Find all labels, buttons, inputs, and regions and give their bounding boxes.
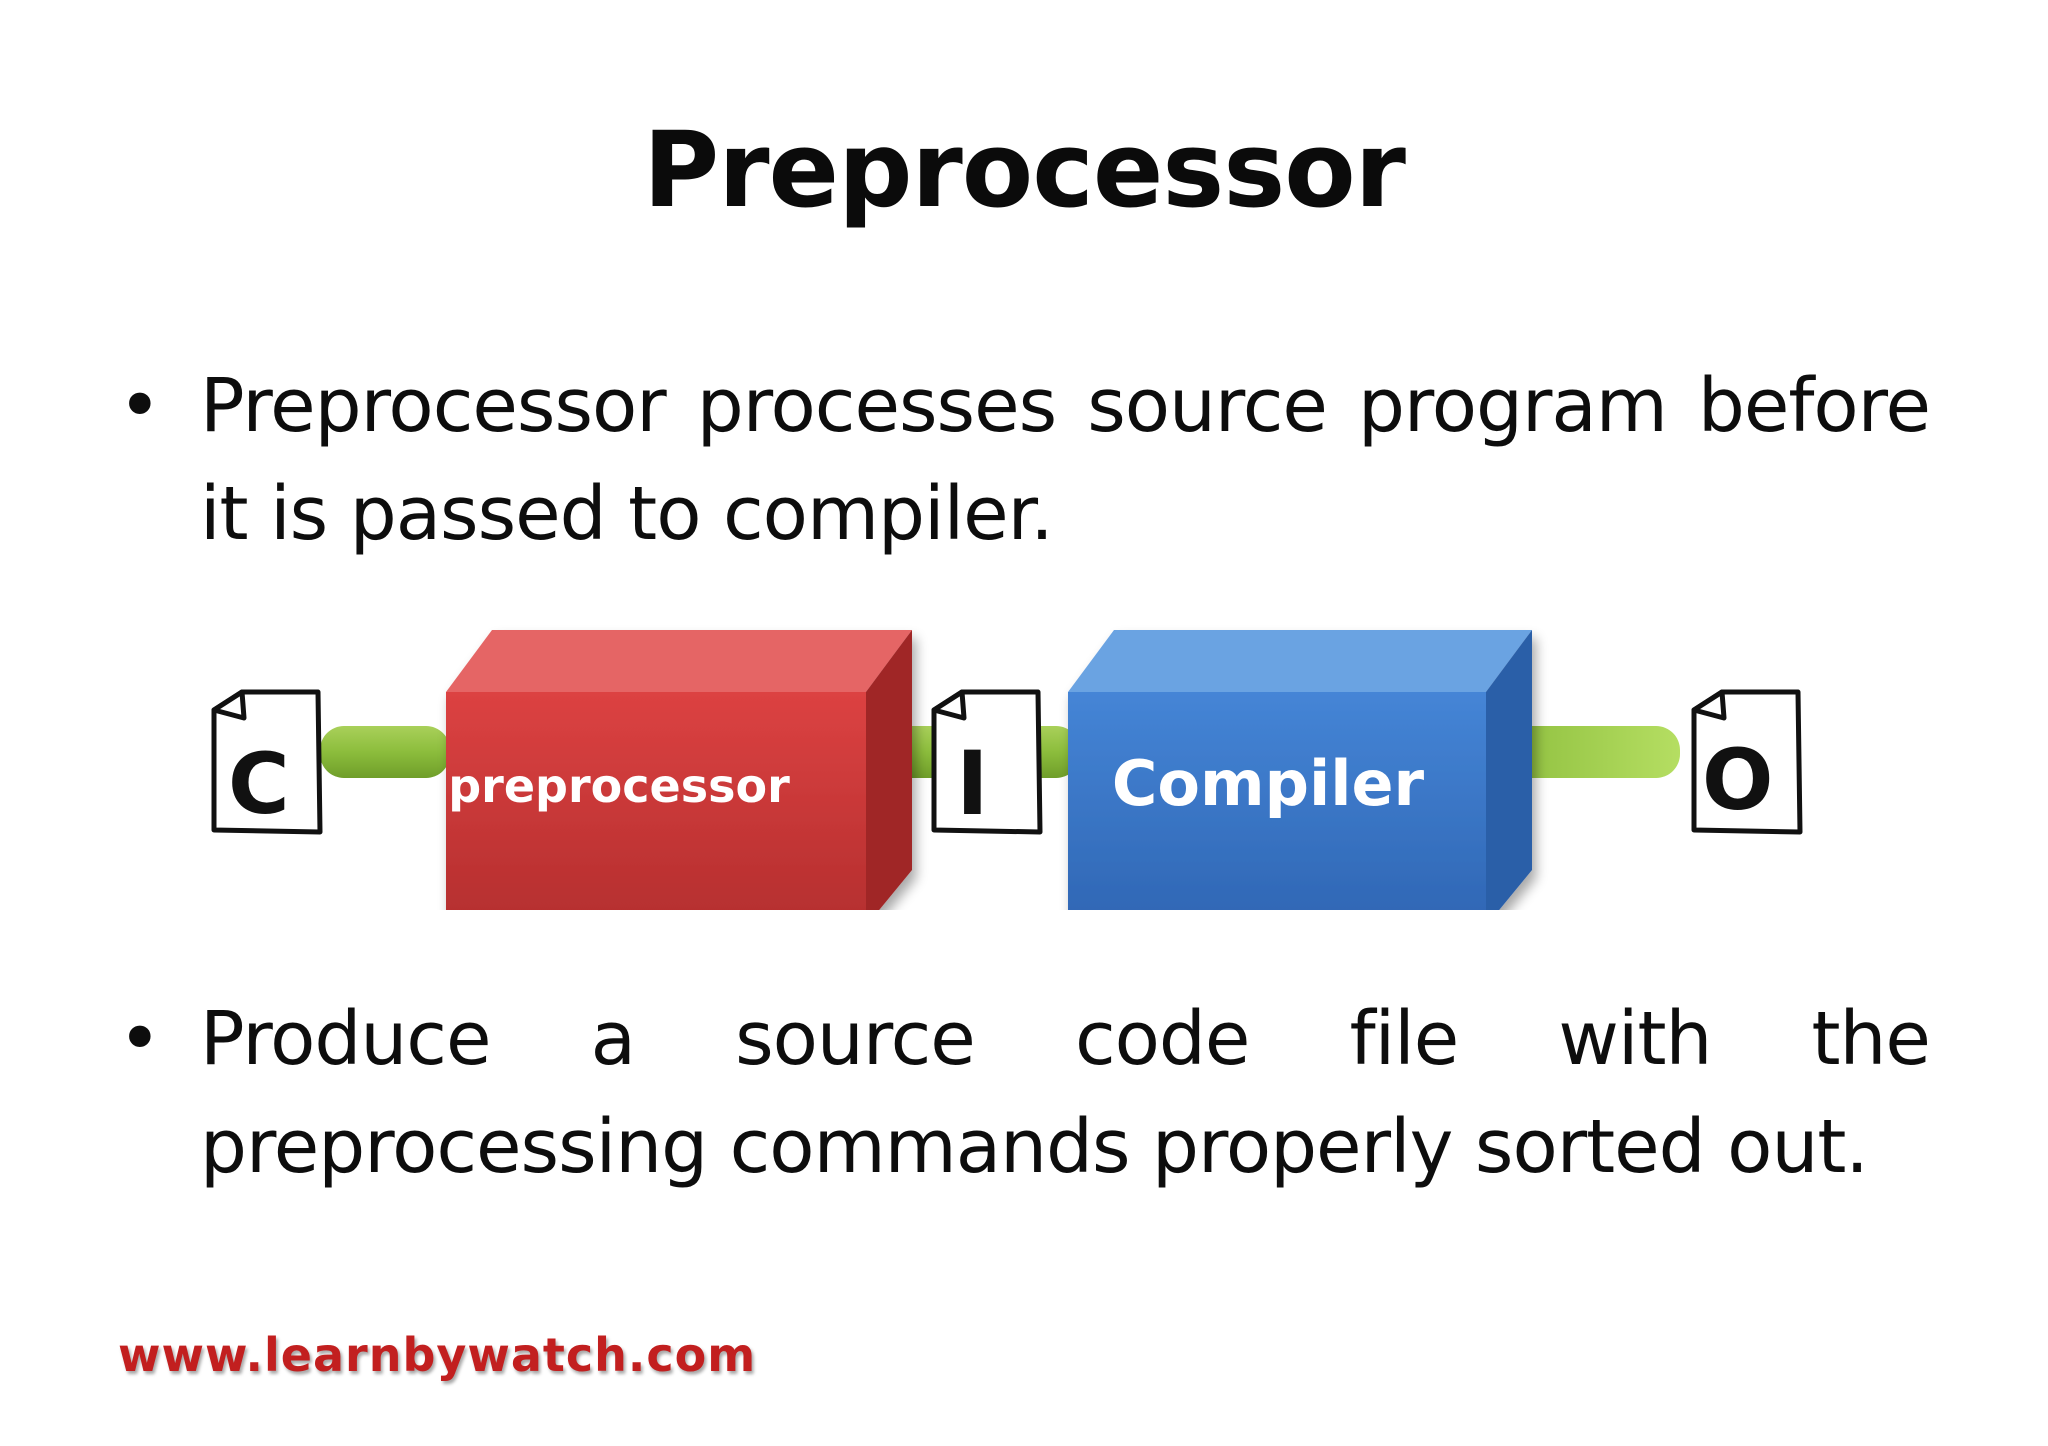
file-o-icon <box>1691 689 1803 835</box>
compiler-box <box>1068 630 1532 910</box>
bullet-1-line-2: it is passed to compiler. <box>200 471 1054 557</box>
bullet-2-word: code <box>1074 996 1250 1082</box>
bullet-2-word: with <box>1558 996 1712 1082</box>
bullet-2-word: file <box>1349 996 1460 1082</box>
preprocessor-box <box>446 630 912 910</box>
bullet-2-line-2: preprocessing commands properly sorted o… <box>200 1104 1869 1190</box>
file-c-letter: C <box>228 735 290 833</box>
pipe-input <box>320 726 450 778</box>
bullet-marker: • <box>118 996 162 1082</box>
bullet-marker: • <box>118 363 162 449</box>
watermark[interactable]: www.learnbywatch.com <box>118 1328 757 1382</box>
file-i-letter: I <box>956 732 989 835</box>
bullet-2-word: the <box>1811 996 1931 1082</box>
compiler-label: Compiler <box>1111 747 1425 820</box>
file-o-letter: O <box>1702 731 1774 829</box>
slide-title: Preprocessor <box>643 109 1406 231</box>
bullet-2-text: Produce a source code file with the prep… <box>200 985 1931 1201</box>
file-c-icon <box>211 689 323 835</box>
compilation-diagram: C I O preprocessor Compiler <box>200 620 1850 910</box>
file-i-icon <box>931 689 1043 835</box>
bullet-1-text: Preprocessor processes source program be… <box>200 352 1931 568</box>
bullet-2-line-1: Produce a source code file with the <box>200 985 1931 1093</box>
bullet-1-line-1-text: Preprocessor processes source program be… <box>200 363 1931 449</box>
bullet-2-word: Produce <box>200 996 491 1082</box>
bullet-2-word: a <box>590 996 636 1082</box>
bullet-1-line-1: Preprocessor processes source program be… <box>200 352 1931 460</box>
pipe-output <box>1490 726 1680 778</box>
diagram-graphics <box>211 630 1803 910</box>
preprocessor-label: preprocessor <box>448 759 790 813</box>
bullet-2-word: source <box>735 996 976 1082</box>
